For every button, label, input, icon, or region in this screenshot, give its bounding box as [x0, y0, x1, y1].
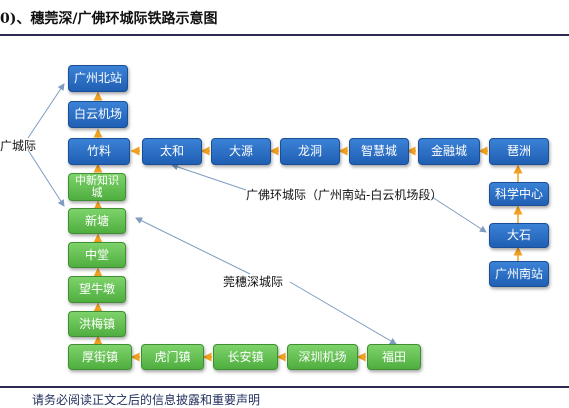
station-humen: 虎门镇 [141, 344, 204, 370]
station-zhihui-city: 智慧城 [349, 138, 409, 165]
station-shenzhen-airport: 深圳机场 [287, 344, 358, 370]
label-leaders [27, 83, 487, 345]
station-longdong: 龙洞 [280, 138, 340, 165]
station-zhuliao: 竹料 [68, 138, 130, 165]
leader-suiguanshen-up [135, 217, 251, 275]
station-xintang: 新塘 [68, 208, 126, 234]
station-jinrong-city: 金融城 [418, 138, 480, 165]
footer-disclaimer: 请务必阅读正文之后的信息披露和重要声明 [32, 393, 261, 407]
station-science-center: 科学中心 [489, 182, 549, 206]
label-suiguanshen: 莞穗深城际 [223, 275, 284, 289]
station-dashi: 大石 [489, 223, 549, 248]
station-wangniudun: 望牛墩 [68, 276, 126, 303]
leader-guangfo-down [27, 149, 65, 207]
label-guangfo-intercity: 广城际 [0, 139, 37, 153]
leader-ring-right [431, 196, 487, 233]
station-zhongxin-knowledge-city: 中新知识 城 [68, 173, 126, 201]
station-changan: 长安镇 [213, 344, 278, 370]
station-houjie: 厚街镇 [68, 344, 132, 370]
station-dayuan: 大源 [211, 138, 271, 165]
station-hongmei: 洪梅镇 [68, 311, 126, 337]
route-diagram [27, 83, 523, 362]
label-guangfo-ring: 广佛环城际（广州南站-白云机场段） [246, 188, 443, 202]
station-connectors [93, 91, 523, 362]
station-taihe: 太和 [142, 138, 202, 165]
station-pazhou: 琶洲 [489, 138, 549, 165]
station-zhongtang: 中堂 [68, 242, 126, 268]
station-guangzhou-south: 广州南站 [489, 261, 549, 287]
leader-ring-left [171, 163, 247, 191]
page-title: 0)、穗莞深/广佛环城际铁路示意图 [0, 11, 218, 27]
bottom-rule [0, 386, 569, 388]
station-futian: 福田 [367, 344, 421, 370]
leader-guangfo-up [27, 83, 65, 139]
station-guangzhou-north: 广州北站 [68, 65, 128, 92]
leader-suiguanshen-down [289, 281, 397, 345]
top-rule [0, 34, 569, 36]
station-baiyun-airport: 白云机场 [68, 101, 128, 128]
